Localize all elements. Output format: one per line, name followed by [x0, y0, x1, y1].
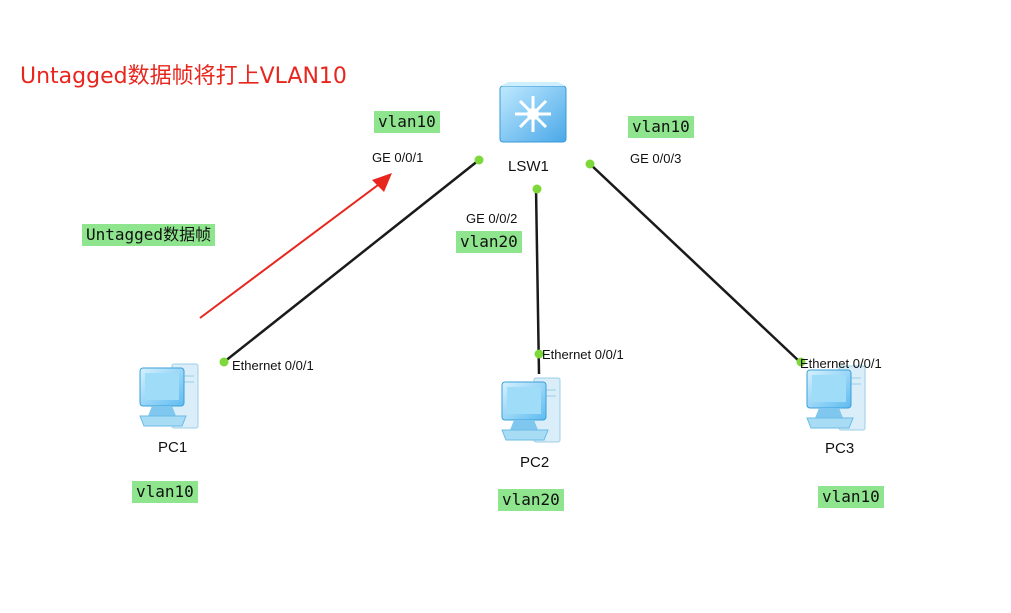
vlan-tag-ge3: vlan10 [628, 116, 694, 138]
pc3-icon [806, 365, 866, 431]
link-pc2-lsw1 [534, 187, 541, 375]
switch-port-ge2: GE 0/0/2 [466, 211, 518, 226]
link-pc1-lsw1 [223, 159, 480, 363]
pc2-vlan-tag: vlan20 [498, 489, 564, 511]
pc1-vlan-tag: vlan10 [132, 481, 198, 503]
switch-icon [499, 82, 567, 143]
switch-port-ge1: GE 0/0/1 [372, 150, 424, 165]
vlan-tag-ge2: vlan20 [456, 231, 522, 253]
port-dot-ge2 [532, 184, 542, 194]
pc1-port: Ethernet 0/0/1 [232, 358, 314, 373]
pc1-name: PC1 [158, 439, 188, 456]
pc3-port: Ethernet 0/0/1 [800, 356, 882, 371]
port-dot-pc2 [534, 349, 544, 359]
pc2-port: Ethernet 0/0/1 [542, 347, 624, 362]
pc3-name: PC3 [825, 440, 855, 457]
port-dot-ge1 [474, 155, 484, 165]
pc1-icon [139, 363, 199, 429]
port-dot-pc3 [796, 357, 806, 367]
pc2-name: PC2 [520, 454, 550, 471]
diagram-title: Untagged数据帧将打上VLAN10 [20, 64, 347, 89]
untagged-frame-label: Untagged数据帧 [82, 224, 216, 246]
pc2-icon [501, 377, 561, 443]
switch-port-ge3: GE 0/0/3 [630, 151, 682, 166]
pc3-vlan-tag: vlan10 [818, 486, 884, 508]
link-pc3-lsw1 [589, 163, 801, 363]
switch-name: LSW1 [508, 158, 549, 175]
vlan-tag-ge1: vlan10 [374, 111, 440, 133]
arrow-icon [199, 173, 392, 319]
port-dot-pc1 [219, 357, 229, 367]
port-dot-ge3 [585, 159, 595, 169]
